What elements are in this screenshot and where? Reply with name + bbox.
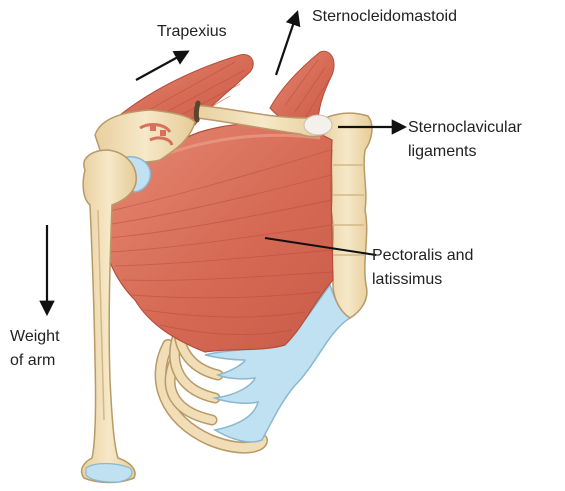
sternoclavicular-label-line2: ligaments: [408, 143, 476, 160]
trapexius-label: Trapexius: [157, 23, 227, 40]
sternocleidomastoid-arrow: [276, 13, 297, 75]
pectoralis-label-line1: Pectoralis and: [372, 247, 473, 264]
weight-of-arm-label-line2: of arm: [10, 352, 55, 369]
sternoclavicular-label-line1: Sternoclavicular: [408, 119, 523, 136]
trapexius-arrow: [136, 52, 187, 80]
sternoclavicular-joint: [304, 115, 332, 135]
weight-of-arm-label-line1: Weight: [10, 328, 60, 345]
pectoralis-label-line2: latissimus: [372, 271, 442, 288]
sternocleidomastoid-label: Sternocleidomastoid: [312, 8, 457, 25]
